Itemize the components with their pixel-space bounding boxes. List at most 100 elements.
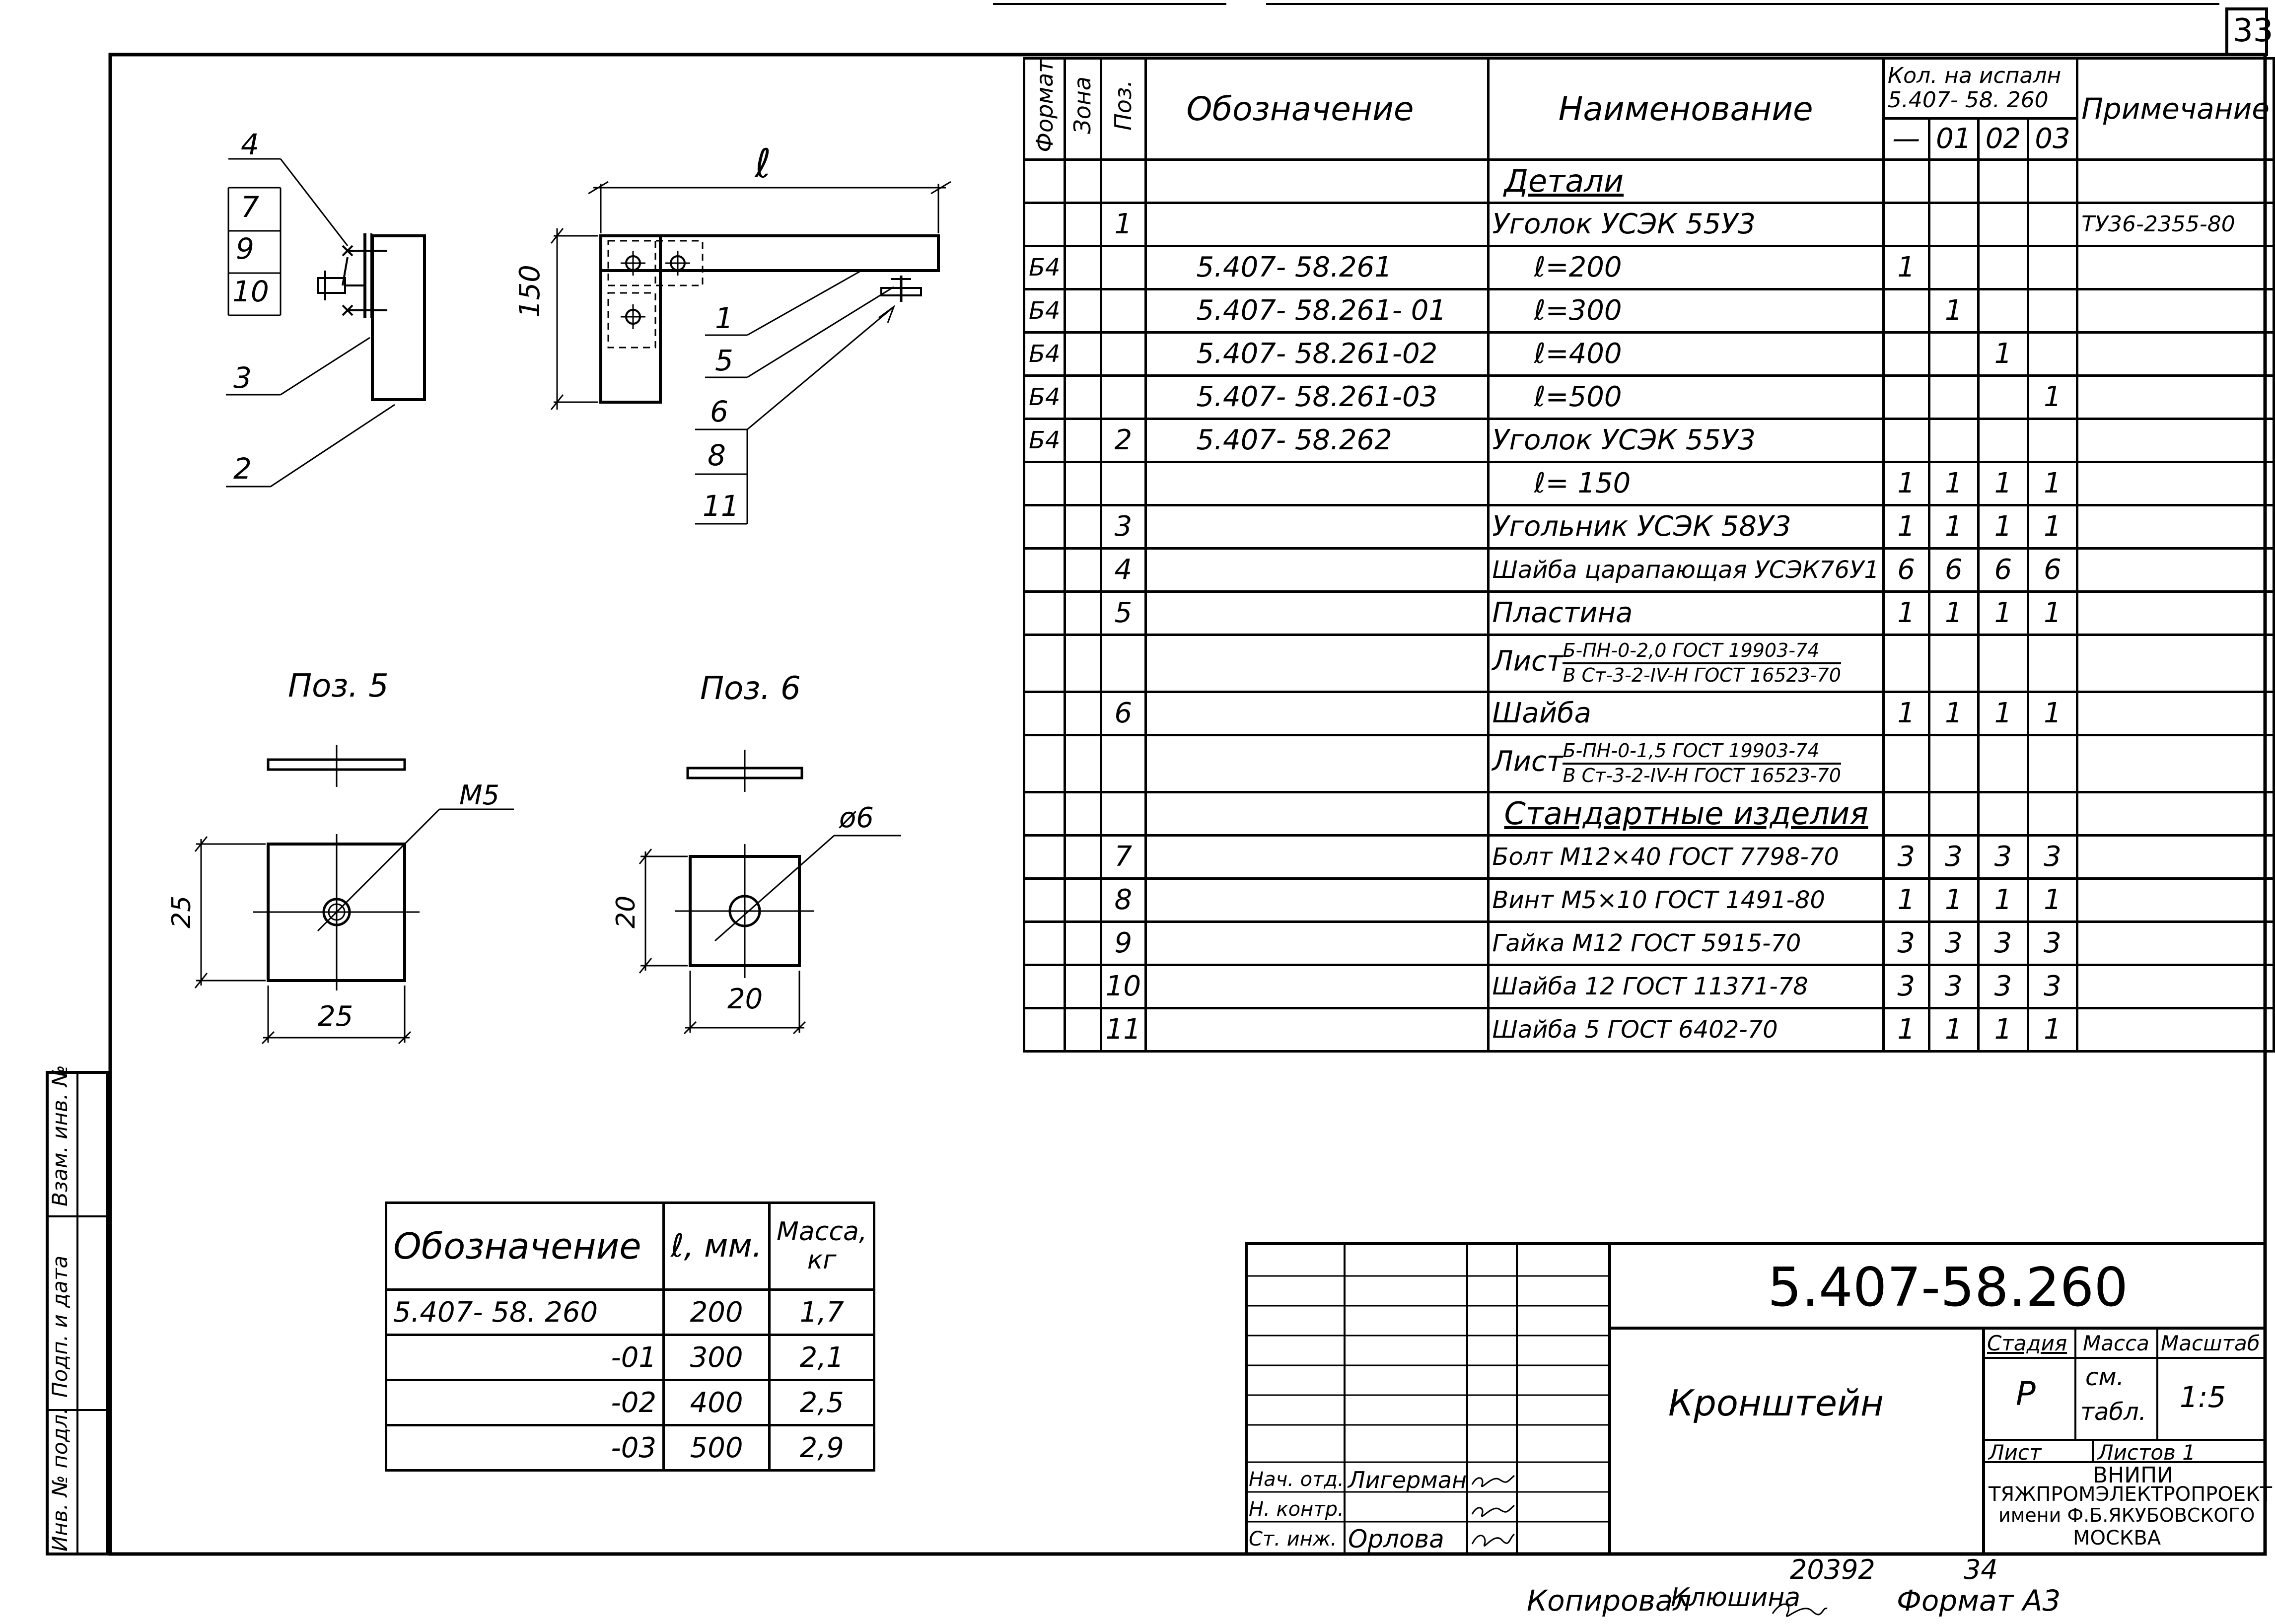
spec-pos: 6 xyxy=(1100,690,1147,736)
spec-qty xyxy=(1977,417,2029,463)
spec-format xyxy=(1022,1006,1066,1053)
poz6-width: 20 xyxy=(727,983,763,1015)
spec-qty: 1 xyxy=(1882,877,1930,923)
spec-qty: 1 xyxy=(1882,590,1930,636)
spec-name: Шайба xyxy=(1487,690,1885,736)
spec-qty: 1 xyxy=(1882,503,1930,550)
spec-name: ℓ=300 xyxy=(1487,287,1885,334)
spec-format: Б4 xyxy=(1022,244,1066,290)
poz6-height: 20 xyxy=(611,895,641,928)
spec-note xyxy=(2076,877,2275,923)
spec-format xyxy=(1022,201,1066,247)
spec-designation: 5.407- 58.261-03 xyxy=(1144,374,1490,420)
spec-zone xyxy=(1064,287,1103,334)
spec-qty: 1 xyxy=(1927,287,1980,334)
spec-designation xyxy=(1144,590,1490,636)
spec-zone xyxy=(1064,834,1103,880)
header-designation: Обозначение xyxy=(1144,57,1490,161)
spec-qty xyxy=(1927,158,1980,204)
spec-qty xyxy=(1977,287,2029,334)
stamp-inv-original: Инв. № подл. xyxy=(48,1408,72,1552)
spec-zone xyxy=(1064,877,1103,923)
spec-designation xyxy=(1144,790,1490,837)
spec-designation: 5.407- 58.261-02 xyxy=(1144,331,1490,377)
spec-designation xyxy=(1144,547,1490,593)
callout-8: 8 xyxy=(708,438,726,472)
mass-header-mass: Масса, кг xyxy=(768,1201,876,1291)
poz5-height: 25 xyxy=(167,895,197,928)
spec-qty: 1 xyxy=(1927,1006,1980,1053)
fraction-bottom: В Ст-3-2-IV-Н ГОСТ 16523-70 xyxy=(1563,764,1841,786)
poz5-thread: М5 xyxy=(459,779,499,811)
dim-l-label: ℓ xyxy=(755,141,772,187)
spec-zone xyxy=(1064,963,1103,1009)
spec-qty xyxy=(2026,790,2079,837)
spec-qty: 3 xyxy=(1977,963,2029,1009)
spec-qty: 1 xyxy=(1977,1006,2029,1053)
spec-name: Болт М12×40 ГОСТ 7798-70 xyxy=(1487,834,1885,880)
poz6-hole: ø6 xyxy=(839,802,874,834)
fraction-bottom: В Ст-3-2-IV-Н ГОСТ 16523-70 xyxy=(1563,664,1841,686)
spec-qty: 1 xyxy=(1927,690,1980,736)
spec-pos xyxy=(1100,460,1147,506)
spec-pos xyxy=(1100,374,1147,420)
footer-page: 34 xyxy=(1964,1554,1998,1585)
spec-format xyxy=(1022,460,1066,506)
poz6-title: Поз. 6 xyxy=(700,670,801,707)
spec-qty: 1 xyxy=(1882,244,1930,290)
spec-note xyxy=(2076,790,2275,837)
spec-format xyxy=(1022,920,1066,966)
title-block-frame xyxy=(1245,1242,2267,1555)
spec-qty: 1 xyxy=(1977,590,2029,636)
spec-name: Шайба царапающая УСЭК76У1 xyxy=(1487,547,1885,593)
poz5-width: 25 xyxy=(318,1000,354,1033)
callout-5: 5 xyxy=(715,344,733,377)
callout-4: 4 xyxy=(241,128,259,161)
spec-qty xyxy=(1977,201,2029,247)
spec-format: Б4 xyxy=(1022,331,1066,377)
spec-note xyxy=(2076,417,2275,463)
spec-designation xyxy=(1144,877,1490,923)
spec-designation xyxy=(1144,690,1490,736)
spec-qty: 1 xyxy=(1977,877,2029,923)
spec-qty: 1 xyxy=(1882,460,1930,506)
spec-format xyxy=(1022,158,1066,204)
stamp-replaced-inv: Взам. инв. № xyxy=(48,1064,72,1206)
spec-qty: 3 xyxy=(1977,920,2029,966)
spec-pos xyxy=(1100,244,1147,290)
name-senior-engineer: Орлова xyxy=(1348,1525,1444,1553)
mass-value-1: см. xyxy=(2085,1363,2124,1391)
spec-zone xyxy=(1064,503,1103,550)
spec-format xyxy=(1022,690,1066,736)
spec-note xyxy=(2076,733,2275,793)
mass-header-length: ℓ, мм. xyxy=(662,1201,771,1291)
callout-9: 9 xyxy=(236,232,254,266)
org-line-1: ВНИПИ xyxy=(2093,1463,2174,1488)
spec-qty xyxy=(1927,201,1980,247)
spec-qty xyxy=(2026,733,2079,793)
spec-zone xyxy=(1064,920,1103,966)
role-head-of-dept: Нач. отд. xyxy=(1249,1468,1344,1491)
mass-length: 300 xyxy=(662,1334,771,1381)
mass-length: 400 xyxy=(662,1379,771,1426)
spec-qty xyxy=(1927,244,1980,290)
header-qty-title-1: Кол. на испалн xyxy=(1887,63,2062,89)
spec-qty xyxy=(1882,158,1930,204)
stage-label: Стадия xyxy=(1987,1331,2067,1355)
spec-designation xyxy=(1144,633,1490,693)
spec-qty xyxy=(1927,374,1980,420)
doc-number: 5.407-58.260 xyxy=(1768,1257,2129,1319)
spec-name: Угольник УСЭК 58У3 xyxy=(1487,503,1885,550)
spec-qty xyxy=(1977,790,2029,837)
spec-name-label: Лист xyxy=(1492,745,1563,778)
spec-note xyxy=(2076,690,2275,736)
spec-name: Винт М5×10 ГОСТ 1491-80 xyxy=(1487,877,1885,923)
